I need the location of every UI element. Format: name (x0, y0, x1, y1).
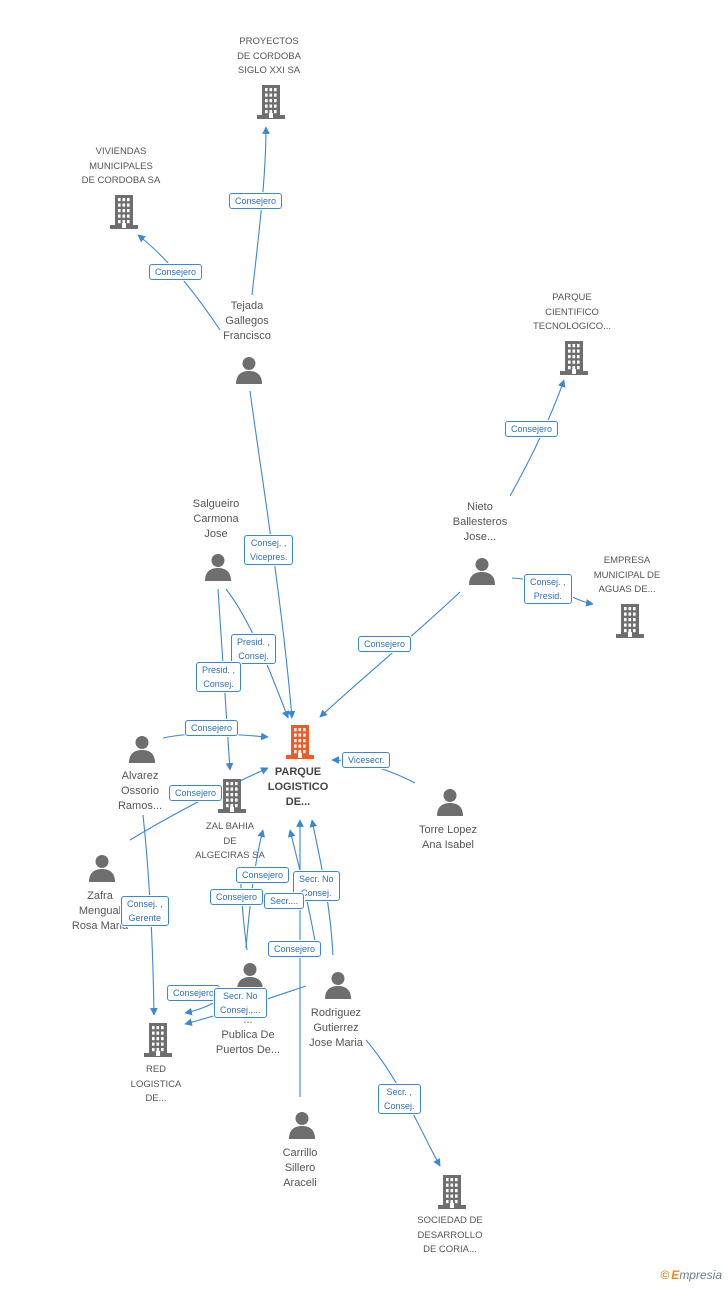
node-parque_cientifico[interactable]: PARQUE CIENTIFICO TECNOLOGICO... (512, 291, 632, 335)
edge-label[interactable]: Consejero (185, 720, 239, 736)
node-label: PROYECTOS DE CORDOBA SIGLO XXI SA (237, 36, 301, 76)
node-label: Rodriguez Gutierrez Jose Maria (309, 1007, 363, 1049)
node-label: Alvarez Ossorio Ramos... (117, 770, 162, 812)
node-torre[interactable]: Torre Lopez Ana Isabel (388, 823, 508, 853)
edge-line (251, 126, 270, 296)
node-label: Nieto Ballesteros Jose... (452, 501, 508, 543)
brand-initial: E (671, 1268, 680, 1282)
node-coria[interactable]: SOCIEDAD DE DESARROLLO DE CORIA... (390, 1214, 510, 1258)
building-icon[interactable] (615, 603, 645, 644)
person-icon[interactable] (234, 355, 264, 390)
node-label: VIVIENDAS MUNICIPALES DE CORDOBA SA (81, 146, 161, 186)
edge-line (137, 234, 221, 331)
node-zal[interactable]: ZAL BAHIA DE ALGECIRAS SA (170, 820, 290, 864)
edge-label[interactable]: Consejero (149, 264, 203, 280)
edge-label[interactable]: Vicesecr. (342, 752, 391, 768)
node-label: SOCIEDAD DE DESARROLLO DE CORIA... (417, 1215, 483, 1255)
building-icon[interactable] (437, 1174, 467, 1215)
node-label: ... Publica De Puertos De... (215, 1014, 281, 1056)
person-icon[interactable] (287, 1110, 317, 1145)
building-icon[interactable] (217, 778, 247, 819)
edge-label[interactable]: Consej. , Vicepres. (244, 535, 294, 565)
edge-label[interactable]: Presid. , Consej. (196, 662, 242, 692)
edge-label[interactable]: Consejero (229, 193, 283, 209)
node-label: PARQUE LOGISTICO DE... (267, 766, 329, 808)
node-label: Zafra Mengual Rosa Maria (71, 890, 129, 932)
person-icon[interactable] (87, 853, 117, 888)
building-icon[interactable] (256, 84, 286, 125)
node-label: ZAL BAHIA DE ALGECIRAS SA (195, 821, 265, 861)
edge-line (319, 591, 461, 718)
node-salgueiro[interactable]: Salgueiro Carmona Jose (156, 497, 276, 542)
node-parque_logistico[interactable]: PARQUE LOGISTICO DE... (238, 765, 358, 810)
node-tejada[interactable]: Tejada Gallegos Francisco (187, 299, 307, 344)
node-label: RED LOGISTICA DE... (130, 1064, 182, 1104)
node-label: EMPRESA MUNICIPAL DE AGUAS DE... (593, 555, 661, 595)
edge-label[interactable]: Consejero (167, 985, 221, 1001)
node-label: Salgueiro Carmona Jose (192, 498, 240, 540)
edge-line (509, 379, 566, 497)
node-alvarez[interactable]: Alvarez Ossorio Ramos... (80, 769, 200, 814)
node-label: Tejada Gallegos Francisco (223, 300, 271, 342)
node-emacsa[interactable]: EMPRESA MUNICIPAL DE AGUAS DE... (567, 554, 687, 598)
brand-name: mpresia (679, 1268, 722, 1282)
brand-logo: ©Empresia (660, 1268, 722, 1282)
edge-label[interactable]: Secr. No Consej.,... (214, 988, 267, 1018)
edge-label[interactable]: Consejero (210, 889, 264, 905)
copyright-icon: © (660, 1268, 670, 1282)
person-icon[interactable] (203, 552, 233, 587)
edge-label[interactable]: Consejero (268, 941, 322, 957)
person-icon[interactable] (435, 787, 465, 822)
edge-label[interactable]: Presid. , Consej. (231, 634, 277, 664)
node-red[interactable]: RED LOGISTICA DE... (96, 1063, 216, 1107)
node-zafra[interactable]: Zafra Mengual Rosa Maria (40, 889, 160, 934)
node-carrillo[interactable]: Carrillo Sillero Araceli (240, 1146, 360, 1191)
node-nieto[interactable]: Nieto Ballesteros Jose... (420, 500, 540, 545)
person-icon[interactable] (127, 734, 157, 769)
edge-label[interactable]: Consej. , Gerente (121, 896, 169, 926)
node-label: Torre Lopez Ana Isabel (418, 824, 478, 851)
node-proyectos[interactable]: PROYECTOS DE CORDOBA SIGLO XXI SA (209, 35, 329, 79)
person-icon[interactable] (467, 556, 497, 591)
building-icon[interactable] (559, 340, 589, 381)
edge-label[interactable]: Secr.... (264, 893, 305, 909)
building-icon[interactable] (109, 194, 139, 235)
person-icon[interactable] (323, 970, 353, 1005)
edge-label[interactable]: Secr. , Consej. (378, 1084, 421, 1114)
person-icon[interactable] (235, 961, 265, 996)
node-label: PARQUE CIENTIFICO TECNOLOGICO... (532, 292, 612, 332)
edge-label[interactable]: Consejero (505, 421, 559, 437)
edge-label[interactable]: Consejero (236, 867, 290, 883)
node-viviendas[interactable]: VIVIENDAS MUNICIPALES DE CORDOBA SA (61, 145, 181, 189)
building-icon[interactable] (285, 724, 315, 765)
edge-label[interactable]: Consej. , Presid. (524, 574, 572, 604)
node-rodriguez[interactable]: Rodriguez Gutierrez Jose Maria (276, 1006, 396, 1051)
node-label: Carrillo Sillero Araceli (282, 1147, 318, 1189)
edge-label[interactable]: Consejero (169, 785, 223, 801)
building-icon[interactable] (143, 1022, 173, 1063)
edge-label[interactable]: Consejero (358, 636, 412, 652)
node-autoridad[interactable]: ... Publica De Puertos De... (188, 1013, 308, 1058)
